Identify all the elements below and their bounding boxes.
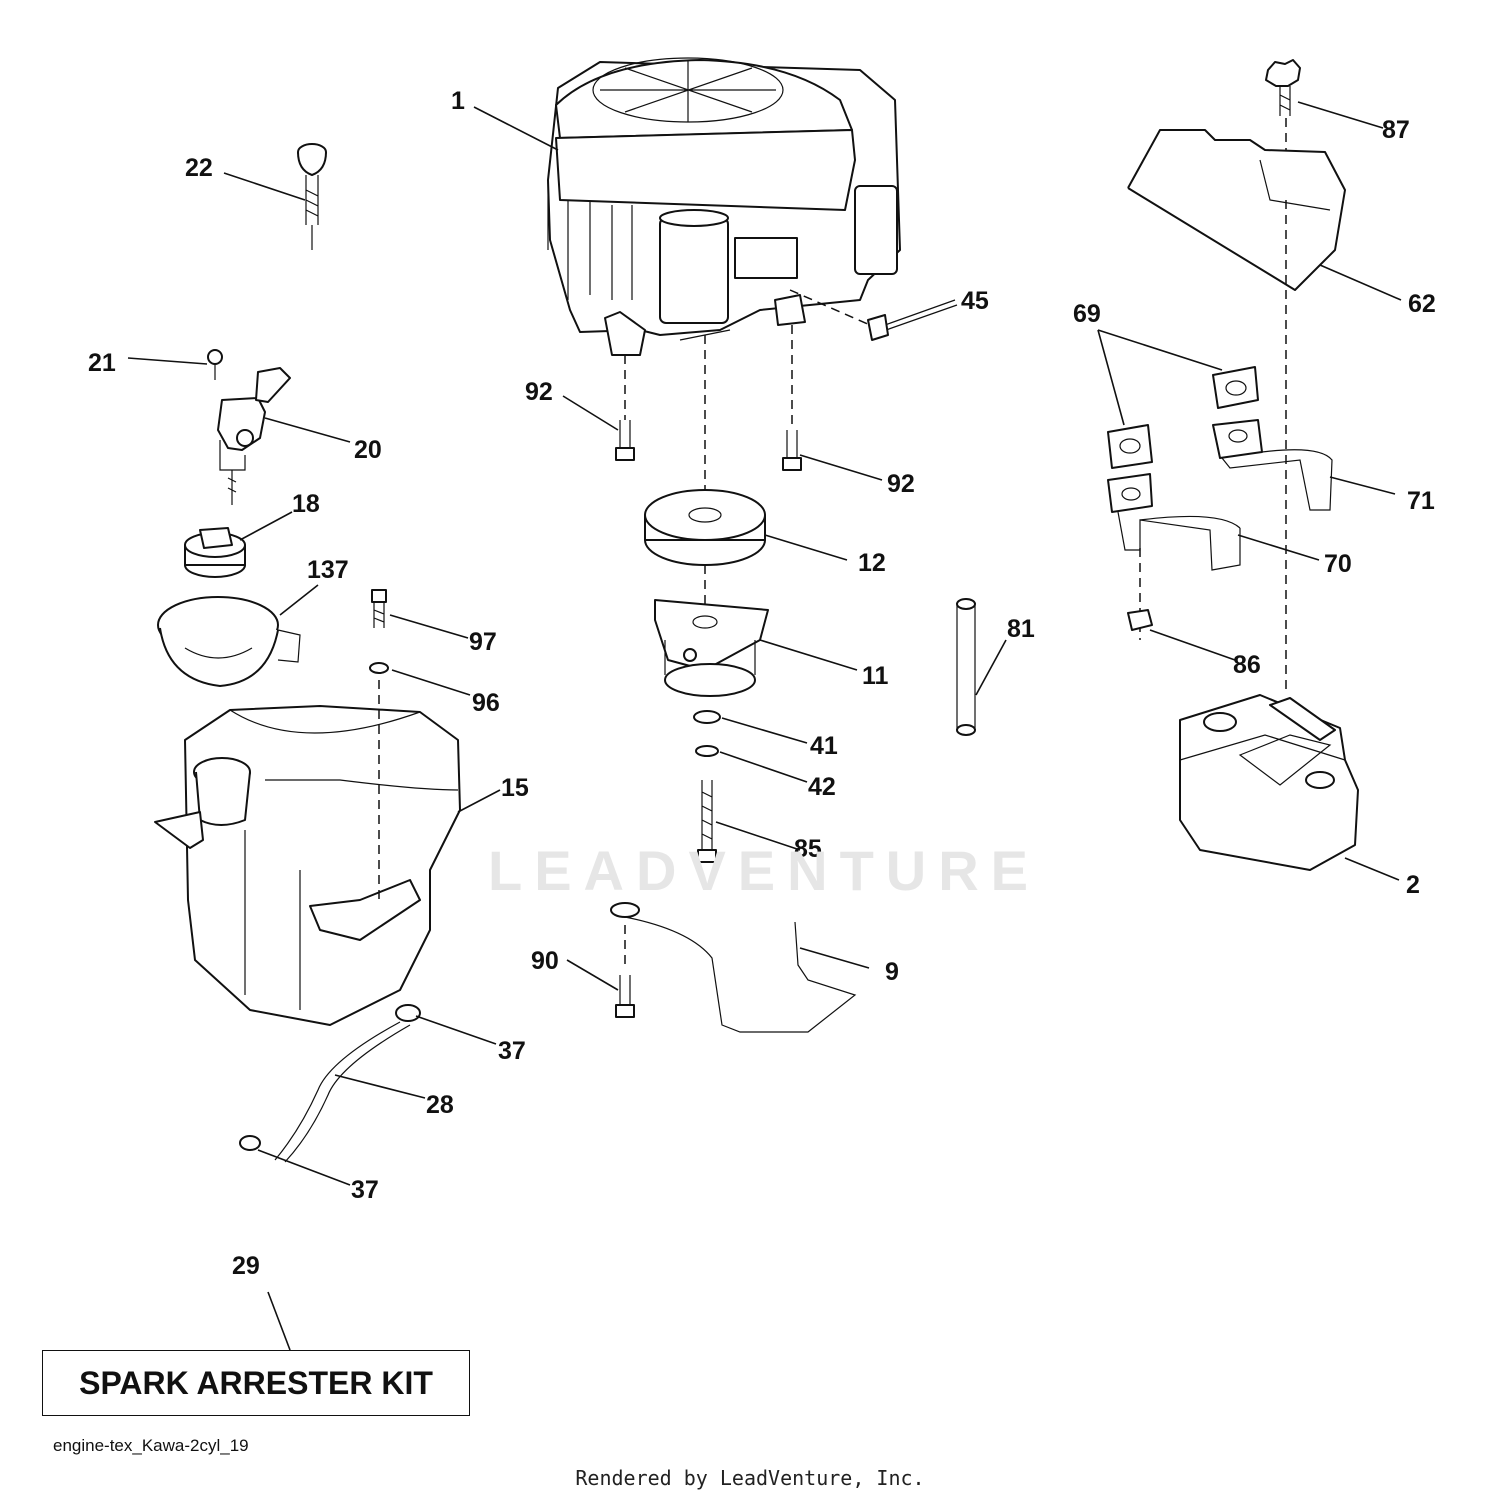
callout-96: 96 xyxy=(472,689,500,717)
fuel-tank-part xyxy=(154,705,461,1026)
callout-21: 21 xyxy=(88,349,116,377)
render-credit: Rendered by LeadVenture, Inc. xyxy=(575,1466,925,1490)
callout-37-upper: 37 xyxy=(498,1037,526,1065)
callout-37-lower: 37 xyxy=(351,1176,379,1204)
clutch-part xyxy=(654,599,769,697)
callout-86: 86 xyxy=(1233,651,1261,679)
callout-labels: 1 2 9 11 12 15 18 20 21 22 28 29 37 37 4… xyxy=(88,87,1436,1280)
callout-15: 15 xyxy=(501,774,529,802)
screw-washer-part xyxy=(369,589,389,900)
engine-part xyxy=(547,57,901,356)
connector-part xyxy=(789,289,958,341)
callout-28: 28 xyxy=(426,1091,454,1119)
callout-22: 22 xyxy=(185,154,213,182)
heat-shield-part xyxy=(1127,129,1346,690)
callout-41: 41 xyxy=(810,732,838,760)
fuel-cap-part xyxy=(184,527,246,578)
callout-1: 1 xyxy=(451,87,465,115)
callout-85: 85 xyxy=(794,835,822,863)
callout-42: 42 xyxy=(808,773,836,801)
callout-20: 20 xyxy=(354,436,382,464)
callout-90: 90 xyxy=(531,947,559,975)
callout-62: 62 xyxy=(1408,290,1436,318)
callout-92-left: 92 xyxy=(525,378,553,406)
fuel-line-part xyxy=(239,1004,421,1163)
spark-arrester-kit-box: SPARK ARRESTER KIT xyxy=(42,1350,470,1416)
callout-71: 71 xyxy=(1407,487,1435,515)
callout-69: 69 xyxy=(1073,300,1101,328)
callout-97: 97 xyxy=(469,628,497,656)
washer-bolt-part xyxy=(693,710,721,863)
exhaust-part xyxy=(1107,366,1333,640)
callout-92-right: 92 xyxy=(887,470,915,498)
callout-2: 2 xyxy=(1406,871,1420,899)
filler-cup-part xyxy=(157,596,301,687)
rod-part xyxy=(610,902,857,1033)
pulley-part xyxy=(644,335,766,610)
plunger-part-22 xyxy=(297,143,327,250)
callout-18: 18 xyxy=(292,490,320,518)
callout-45: 45 xyxy=(961,287,989,315)
kit-label: SPARK ARRESTER KIT xyxy=(79,1364,433,1401)
watermark: LEADVENTURE xyxy=(488,839,1041,902)
callout-9: 9 xyxy=(885,958,899,986)
muffler-part xyxy=(1179,694,1359,871)
callout-87: 87 xyxy=(1382,116,1410,144)
tube-part xyxy=(956,598,976,736)
callout-11: 11 xyxy=(862,662,889,690)
callout-137: 137 xyxy=(307,556,349,584)
throttle-control-part xyxy=(207,349,291,505)
callout-29: 29 xyxy=(232,1252,260,1280)
callout-12: 12 xyxy=(858,549,886,577)
diagram-id: engine-tex_Kawa-2cyl_19 xyxy=(53,1436,249,1455)
leader-lines xyxy=(127,101,1402,1351)
callout-70: 70 xyxy=(1324,550,1352,578)
callout-81: 81 xyxy=(1007,615,1035,643)
bolt-part-92 xyxy=(615,325,802,471)
